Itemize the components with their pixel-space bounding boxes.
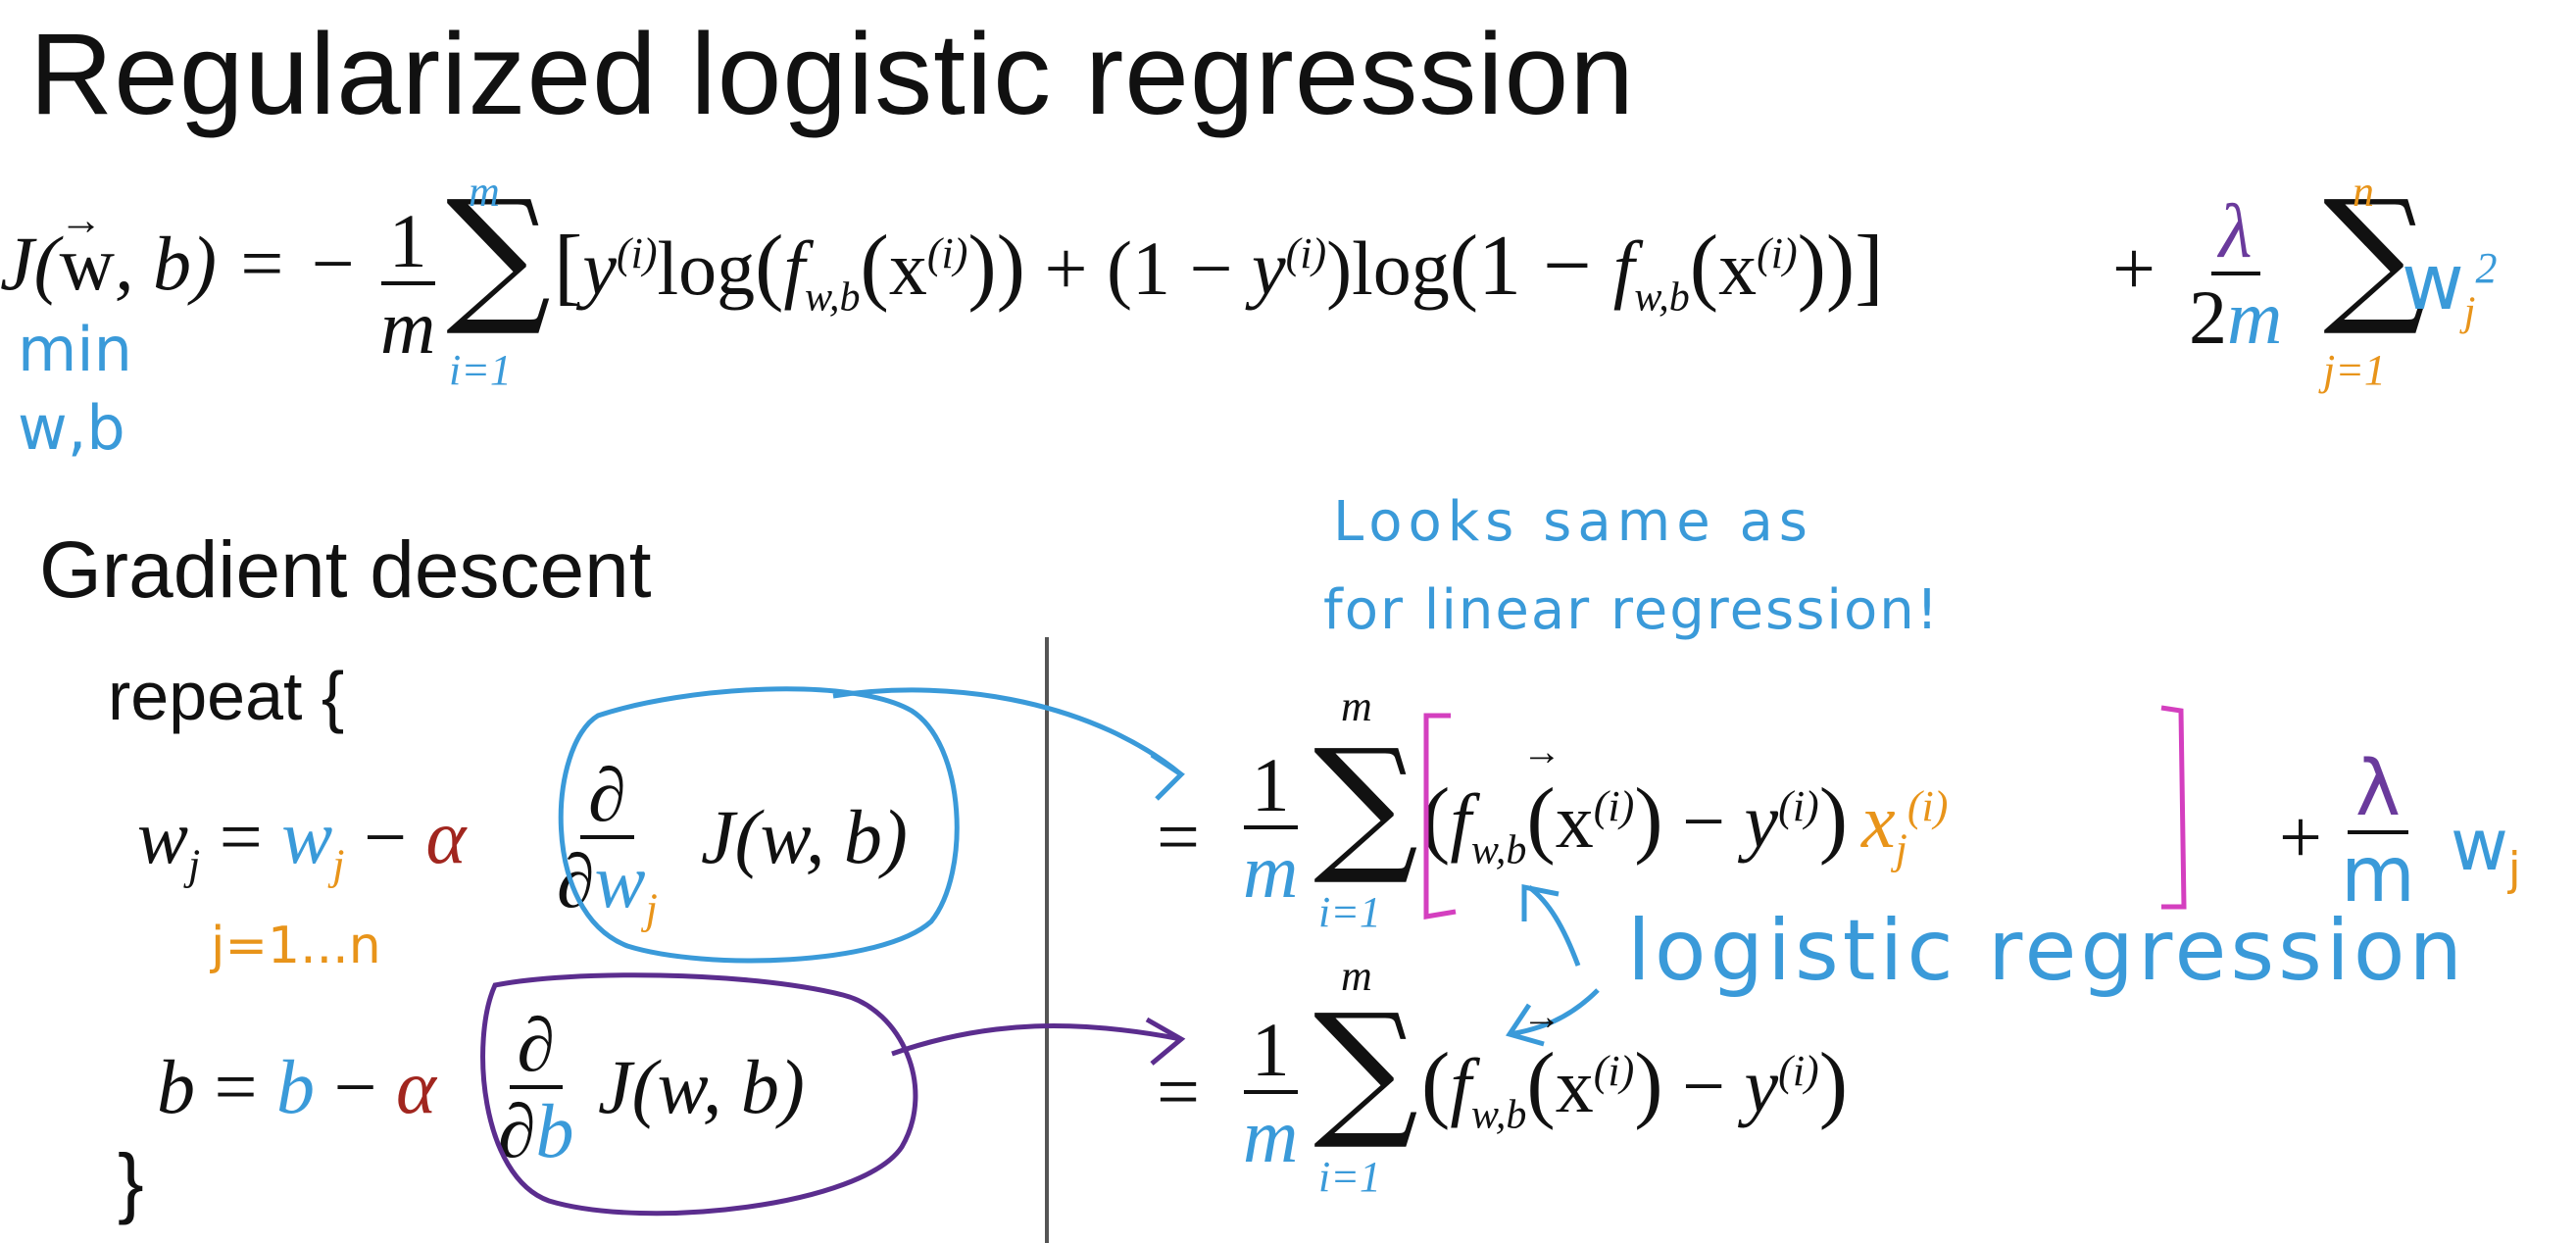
j-range-note: j=1...n xyxy=(211,917,381,975)
cost-paren1: ( xyxy=(755,219,784,314)
gradient-heading: Gradient descent xyxy=(39,525,652,615)
right-sum1-lower: i=1 xyxy=(1318,888,1381,936)
note-line1: Looks same as xyxy=(1333,490,1813,554)
logistic-arrow-down-head xyxy=(1506,1003,1545,1047)
b-partial: ∂ ∂b xyxy=(498,1002,574,1173)
right-sum1-upper: m xyxy=(1341,682,1372,730)
wj-lhs-sub: j xyxy=(188,840,201,889)
right-plus: + xyxy=(2279,794,2322,879)
right-term2: (fw,b(x(i)) − y(i)) xyxy=(1421,1036,1849,1138)
logistic-arrow-down xyxy=(1509,988,1600,1037)
vec-x1: → xyxy=(1522,729,1561,773)
wj-minus: − xyxy=(344,794,426,879)
wj-alpha: α xyxy=(425,794,467,879)
b-rhs: b xyxy=(276,1044,315,1129)
cost-inner: [y(i)log(fw,b(x(i))) + (1 − y(i))log(1 −… xyxy=(554,219,1884,321)
cost-one-minus-f: (1 − xyxy=(1449,219,1613,314)
cost-sum-sign: ∑ xyxy=(446,170,552,340)
cost-frac-den: m xyxy=(380,283,436,370)
cost-y: y xyxy=(582,225,617,311)
reg-fraction: λ 2m xyxy=(2181,191,2290,360)
b-circle xyxy=(480,972,918,1217)
wj-circle xyxy=(558,686,960,964)
cost-y-sup: (i) xyxy=(616,229,658,277)
logistic-arrow-up-head xyxy=(1521,883,1560,921)
wj-update: wj = wj − α xyxy=(137,794,467,889)
right-reg-frac: λ m xyxy=(2333,749,2423,920)
logistic-arrow-up xyxy=(1527,885,1581,967)
cost-w-vector: w xyxy=(59,221,115,306)
reg-w-j: wj2 xyxy=(2402,245,2497,333)
wj-partial-num: ∂ xyxy=(580,755,634,839)
cost-fraction: 1 m xyxy=(372,201,443,370)
wj-lhs: w xyxy=(137,794,189,879)
wj-eq: = xyxy=(200,794,282,879)
left-bracket xyxy=(1423,713,1457,920)
vec-x2: → xyxy=(1522,994,1561,1038)
cost-close1: )) xyxy=(967,219,1025,314)
right-m: m xyxy=(2341,830,2415,920)
b-arrow xyxy=(891,1023,1182,1057)
right-eq2: = xyxy=(1157,1049,1200,1134)
close-brace: } xyxy=(118,1138,144,1225)
cost-plus: + xyxy=(2112,225,2155,311)
page-title: Regularized logistic regression xyxy=(29,10,1635,139)
reg-j: j xyxy=(2463,289,2476,335)
right-lambda: λ xyxy=(2347,749,2409,834)
right-wj: wj xyxy=(2451,804,2521,895)
right-sum2: ∑ xyxy=(1313,983,1419,1154)
min-note: min xyxy=(18,314,132,385)
right-term1: (fw,b(x(i)) − y(i))xj(i) xyxy=(1421,771,1949,873)
reg-lambda: λ xyxy=(2210,191,2260,275)
cost-f1-sub: w,b xyxy=(805,274,861,321)
cost-frac-num: 1 xyxy=(380,201,435,285)
b-J: J(w, b) xyxy=(598,1044,805,1129)
right-j: j xyxy=(2507,842,2521,896)
right-w: w xyxy=(2451,804,2508,886)
cost-bracket-open: [ xyxy=(554,219,583,314)
cost-sum-upper: m xyxy=(469,168,500,216)
cost-plus-one-minus: + (1 − xyxy=(1024,225,1252,311)
wj-arrow xyxy=(832,687,1183,776)
wj-J: J(w, b) xyxy=(701,794,908,879)
note-line2: for linear regression! xyxy=(1323,578,1941,642)
cost-log1: log xyxy=(657,225,756,311)
b-arrow-head xyxy=(1145,1017,1186,1066)
cost-bracket-close: ] xyxy=(1855,219,1884,314)
cost-x1: x xyxy=(888,225,927,311)
reg-sq: 2 xyxy=(2475,244,2498,292)
cost-close-y: ) xyxy=(1326,225,1353,311)
right-sum2-lower: i=1 xyxy=(1318,1153,1381,1201)
right-eq1: = xyxy=(1157,794,1200,879)
right-sum2-upper: m xyxy=(1341,952,1372,1000)
min-sub-note: w,b xyxy=(18,392,125,464)
cost-f1: f xyxy=(783,225,806,311)
logistic-annotation: logistic regression xyxy=(1627,902,2467,1000)
reg-w: w xyxy=(2402,239,2464,327)
cost-function: J(w→, b) = − xyxy=(0,196,359,306)
repeat-label: repeat { xyxy=(108,658,345,734)
right-bracket xyxy=(2160,705,2187,910)
cost-J: J( xyxy=(0,221,60,306)
right-sum1: ∑ xyxy=(1313,719,1419,889)
reg-sum-upper: n xyxy=(2353,168,2374,216)
b-lhs: b xyxy=(157,1044,195,1129)
reg-sum-sign: ∑ xyxy=(2323,170,2429,340)
cost-sum-lower: i=1 xyxy=(449,346,512,394)
reg-two-m: 2m xyxy=(2189,273,2283,360)
wj-arrow-head xyxy=(1150,752,1185,801)
b-update: b = b − α xyxy=(157,1044,436,1129)
cost-log2: log xyxy=(1352,225,1450,311)
cost-comma-b: , b) = − xyxy=(114,221,359,306)
reg-sum-lower: j=1 xyxy=(2323,346,2386,394)
